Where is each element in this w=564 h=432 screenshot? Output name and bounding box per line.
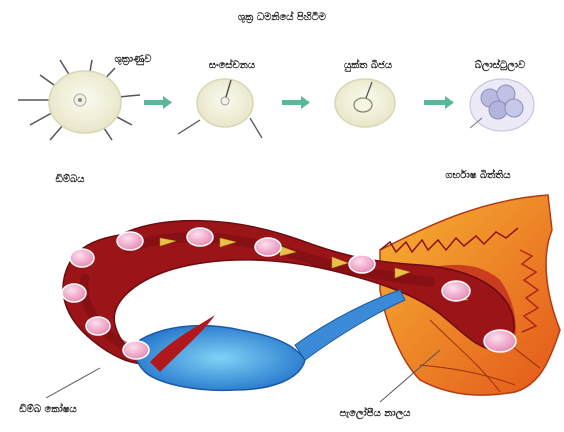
egg-with-sperm-icon	[18, 60, 140, 140]
cell-marker	[187, 228, 213, 246]
stage-1-label: ශුක්‍රාණුව	[115, 53, 153, 66]
egg-label: ඩිම්බය	[56, 172, 86, 185]
diagram-title: ශුක්‍ර ධමනියේ පිහිටීම	[238, 10, 327, 24]
cell-marker	[484, 330, 516, 352]
arrow-icon	[144, 96, 172, 109]
arrow-icon	[424, 96, 454, 109]
zygote-icon	[335, 79, 395, 127]
cell-marker	[70, 249, 94, 267]
fertilized-cell-icon	[178, 79, 262, 138]
cell-marker	[349, 255, 375, 273]
uterus-wall-label: ගර්භාෂ බිත්තිය	[445, 168, 511, 181]
cell-marker	[62, 284, 86, 302]
blastula-icon	[470, 79, 534, 131]
cell-marker	[86, 317, 110, 335]
fallopian-tube-illustration	[63, 195, 560, 395]
stage-3-label: යුක්ත බීජය	[344, 58, 393, 72]
cell-marker	[123, 341, 149, 359]
cell-marker	[117, 232, 143, 250]
stage-4-label: බ්ලාස්ටුලාව	[475, 58, 526, 72]
stage-2-label: සංසේචනය	[209, 58, 256, 71]
cell-marker	[442, 281, 470, 301]
ovary-label: ඩිම්බ කෝෂය	[19, 402, 77, 415]
fallopian-tube-label: පැලෝපීය නාලය	[340, 406, 412, 420]
arrow-icon	[282, 96, 310, 109]
cell-marker	[255, 238, 281, 256]
